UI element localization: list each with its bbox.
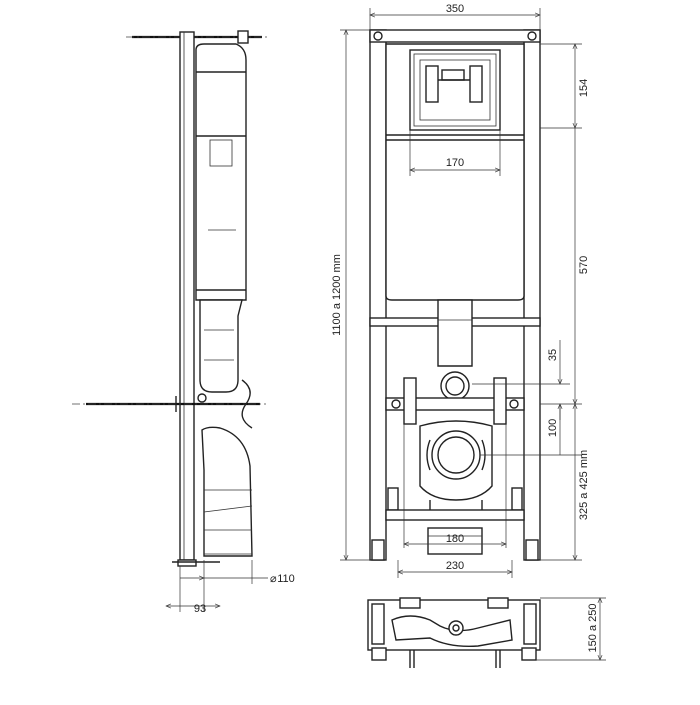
diameter-symbol: ⌀ bbox=[270, 573, 277, 585]
front-dimensions bbox=[340, 8, 582, 578]
dim-feet-width: 230 bbox=[446, 560, 464, 572]
dim-total-height: 1100 a 1200 mm bbox=[331, 254, 343, 336]
dim-pipe-diameter: 110 bbox=[277, 573, 295, 585]
dim-tank-height: 570 bbox=[578, 256, 590, 274]
dim-flush-plate-width: 170 bbox=[446, 157, 464, 169]
dim-bolt-spacing: 100 bbox=[547, 419, 559, 437]
dim-outlet-offset: 35 bbox=[547, 349, 559, 361]
dim-bolt-width: 180 bbox=[446, 533, 464, 545]
dim-side-depth: 93 bbox=[194, 603, 206, 615]
dim-foot-adjust: 150 a 250 bbox=[587, 604, 599, 653]
dim-drain-height: 325 a 425 mm bbox=[578, 450, 590, 520]
dim-tank-top-height: 154 bbox=[578, 79, 590, 97]
side-view bbox=[72, 30, 268, 612]
front-view bbox=[369, 29, 541, 561]
top-view bbox=[367, 597, 606, 668]
dim-frame-width: 350 bbox=[446, 3, 464, 15]
